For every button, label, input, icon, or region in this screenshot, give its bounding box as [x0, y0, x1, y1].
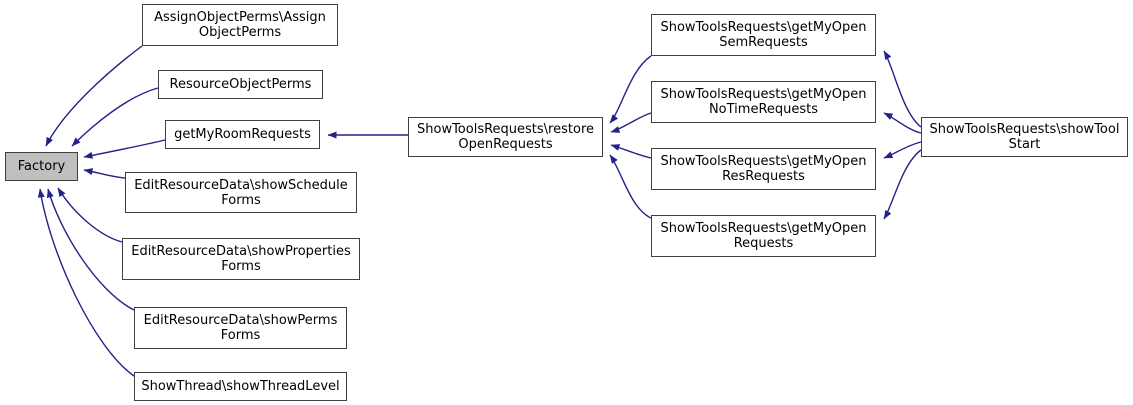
graph-node-get_my_open_requests[interactable]: ShowToolsRequests\getMyOpen Requests	[651, 215, 876, 257]
edge-get_my_open_sem_requests-to-restore_open_requests	[609, 55, 652, 124]
edge-get_my_open_requests-to-restore_open_requests	[609, 154, 652, 219]
graph-node-get_my_room_requests[interactable]: getMyRoomRequests	[165, 120, 320, 149]
edge-show_tool_start-to-get_my_open_no_time_requests	[883, 112, 922, 134]
edge-get_my_room_requests-to-factory	[83, 139, 166, 159]
graph-node-show_schedule_forms[interactable]: EditResourceData\showSchedule Forms	[125, 172, 357, 213]
edge-show_properties_forms-to-factory	[57, 187, 123, 243]
graph-node-restore_open_requests[interactable]: ShowToolsRequests\restore OpenRequests	[408, 117, 603, 157]
graph-node-show_perms_forms[interactable]: EditResourceData\showPerms Forms	[134, 307, 347, 349]
graph-node-show_thread_level[interactable]: ShowThread\showThreadLevel	[134, 372, 347, 401]
edge-show_thread_level-to-factory	[37, 188, 135, 377]
edge-show_tool_start-to-get_my_open_res_requests	[883, 141, 922, 159]
edge-assign_object_perms-to-factory	[45, 45, 143, 147]
graph-node-show_properties_forms[interactable]: EditResourceData\showProperties Forms	[122, 238, 360, 280]
edge-get_my_open_no_time_requests-to-restore_open_requests	[610, 112, 652, 133]
graph-node-show_tool_start[interactable]: ShowToolsRequests\showTool Start	[921, 117, 1128, 157]
edge-show_schedule_forms-to-factory	[83, 168, 126, 179]
edge-show_perms_forms-to-factory	[46, 188, 135, 311]
graph-node-get_my_open_no_time_requests[interactable]: ShowToolsRequests\getMyOpen NoTimeReques…	[651, 81, 876, 123]
edge-show_tool_start-to-get_my_open_requests	[883, 149, 922, 220]
graph-node-factory[interactable]: Factory	[5, 152, 78, 181]
edge-get_my_open_res_requests-to-restore_open_requests	[610, 144, 652, 159]
graph-node-assign_object_perms[interactable]: AssignObjectPerms\Assign ObjectPerms	[142, 4, 338, 46]
graph-node-get_my_open_res_requests[interactable]: ShowToolsRequests\getMyOpen ResRequests	[651, 148, 876, 190]
edge-resource_object_perms-to-factory	[71, 87, 159, 147]
edge-paths	[37, 45, 922, 377]
graph-node-resource_object_perms[interactable]: ResourceObjectPerms	[158, 70, 323, 99]
edge-show_tool_start-to-get_my_open_sem_requests	[883, 50, 922, 128]
graph-node-get_my_open_sem_requests[interactable]: ShowToolsRequests\getMyOpen SemRequests	[651, 14, 876, 56]
